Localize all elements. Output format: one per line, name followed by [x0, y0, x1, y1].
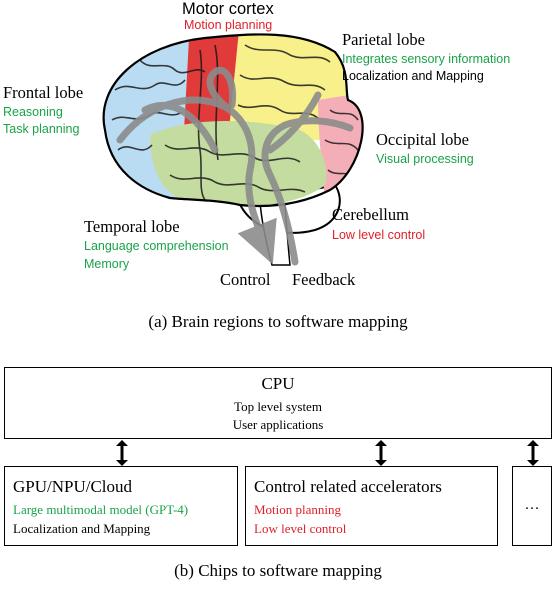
frontal-lobe-function-2: Task planning — [3, 122, 80, 136]
signal-arrows — [116, 66, 354, 266]
more-ellipsis: … — [524, 497, 540, 513]
gpu-function-1: Large multimodal model (GPT-4) — [13, 502, 189, 517]
parietal-lobe-function-1: Integrates sensory information — [342, 52, 511, 66]
brain-outline — [102, 33, 364, 208]
control-accelerators-box: Control related accelerators Motion plan… — [245, 466, 498, 546]
frontal-lobe-title: Frontal lobe — [3, 83, 84, 102]
control-label: Control — [220, 270, 271, 289]
connector-arrows — [116, 440, 539, 466]
cerebellum-title: Cerebellum — [332, 205, 409, 224]
double-arrow-gpu — [116, 440, 128, 466]
frontal-arrow — [141, 102, 219, 154]
temporal-lobe-title: Temporal lobe — [84, 217, 180, 236]
gpu-title: GPU/NPU/Cloud — [13, 477, 133, 496]
feedback-label: Feedback — [292, 270, 356, 289]
temporal-lobe-function-1: Language comprehension — [84, 239, 229, 253]
double-arrow-more — [527, 440, 539, 466]
double-arrow-control — [375, 440, 387, 466]
temporal-region — [150, 120, 327, 207]
brain-illustration — [102, 33, 364, 266]
cpu-function-2: User applications — [232, 417, 324, 432]
parietal-lobe-function-2: Localization and Mapping — [342, 69, 484, 83]
cpu-function-1: Top level system — [234, 399, 322, 414]
gpu-function-2: Localization and Mapping — [13, 521, 151, 536]
occipital-lobe-function: Visual processing — [376, 152, 474, 166]
caption-b: (b) Chips to software mapping — [174, 561, 382, 580]
gpu-npu-cloud-box: GPU/NPU/Cloud Large multimodal model (GP… — [4, 466, 238, 546]
control-accel-title: Control related accelerators — [254, 477, 442, 496]
occipital-lobe-title: Occipital lobe — [376, 130, 470, 149]
cpu-box: CPU Top level system User applications — [4, 367, 552, 439]
feedback-arrow — [261, 117, 354, 266]
motor-cortex-title: Motor cortex — [182, 0, 274, 18]
more-chips-box: … — [512, 466, 552, 546]
temporal-lobe-function-2: Memory — [84, 257, 130, 271]
motor-cortex-function: Motion planning — [184, 18, 273, 32]
cpu-title: CPU — [261, 374, 295, 393]
control-accel-function-2: Low level control — [254, 521, 347, 536]
control-accel-function-1: Motion planning — [254, 502, 342, 517]
loop-arrow — [206, 66, 237, 114]
frontal-lobe-function-1: Reasoning — [3, 105, 63, 119]
parietal-arrow — [266, 91, 322, 154]
caption-a: (a) Brain regions to software mapping — [148, 312, 408, 331]
cerebellum-function: Low level control — [332, 228, 426, 242]
occipital-region — [318, 90, 363, 200]
parietal-lobe-title: Parietal lobe — [342, 30, 425, 49]
